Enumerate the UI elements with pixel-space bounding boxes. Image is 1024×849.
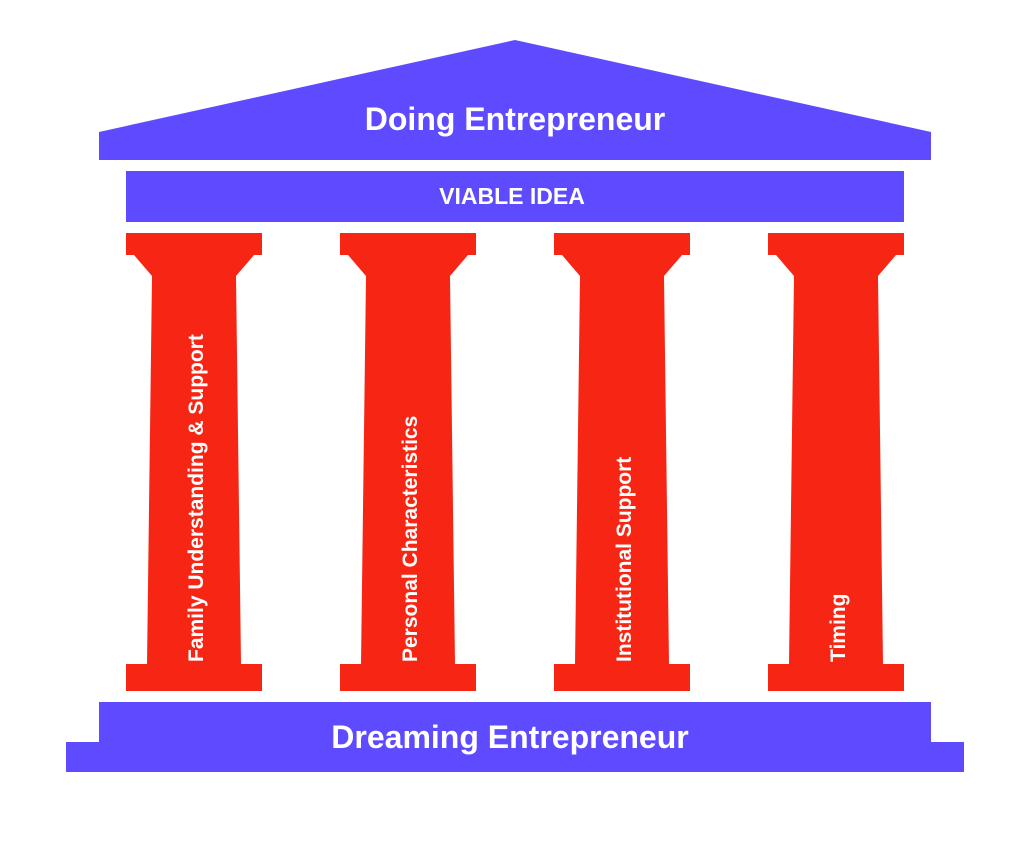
foundation: Dreaming Entrepreneur (66, 702, 964, 772)
pillar-label: Personal Characteristics (399, 416, 422, 662)
pillar-label: Family Understanding & Support (185, 334, 208, 662)
architrave-shape (126, 171, 904, 222)
pillar-shape (340, 233, 476, 691)
pillar-shape (554, 233, 690, 691)
pillar: Timing (768, 233, 904, 691)
foundation-label: Dreaming Entrepreneur (331, 719, 688, 755)
architrave-label: VIABLE IDEA (439, 183, 585, 209)
pillar-shape (768, 233, 904, 691)
roof-label: Doing Entrepreneur (365, 101, 665, 137)
pillar: Personal Characteristics (340, 233, 476, 691)
roof-shape (99, 40, 931, 160)
pillar-label: Timing (827, 594, 850, 662)
roof: Doing Entrepreneur (99, 40, 931, 160)
architrave: VIABLE IDEA (126, 171, 904, 222)
pillar-shape (126, 233, 262, 691)
foundation-shape (66, 702, 964, 772)
pillar: Institutional Support (554, 233, 690, 691)
pillar-label: Institutional Support (613, 457, 636, 662)
pillar: Family Understanding & Support (126, 233, 262, 691)
